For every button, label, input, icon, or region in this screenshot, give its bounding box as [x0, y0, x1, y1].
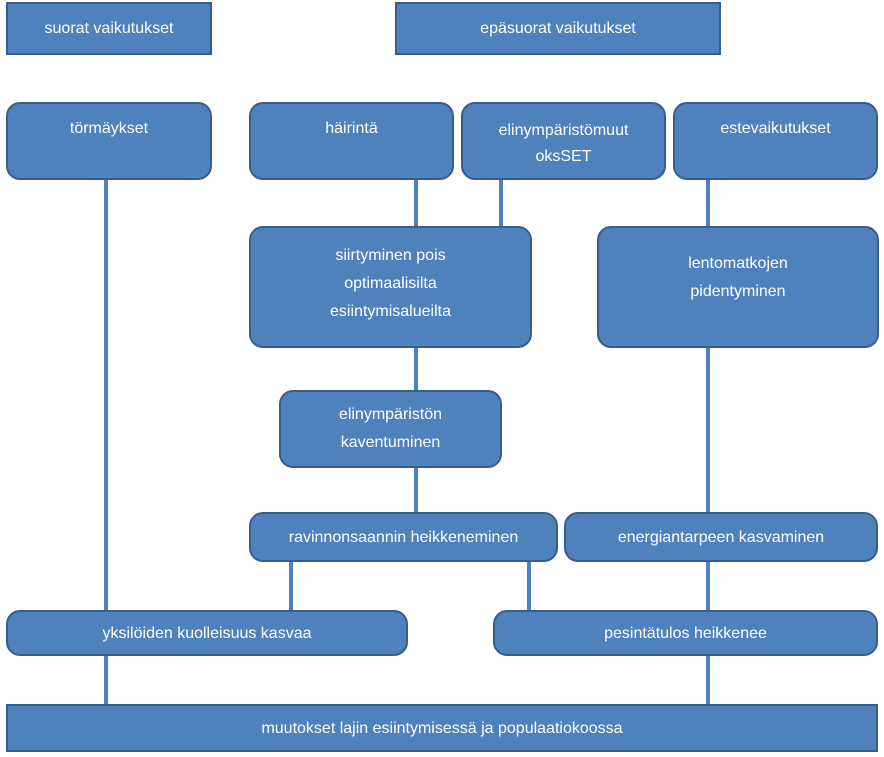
- node-population-changes: muutokset lajin esiintymisessä ja popula…: [6, 704, 878, 752]
- connector-food-mortality: [289, 560, 293, 612]
- node-habitat-change-label: elinympäristömuut oksSET: [498, 122, 629, 165]
- node-energy-need-increase-label: energiantarpeen kasvaminen: [617, 528, 825, 546]
- node-barrier-effects-label: estevaikutukset: [720, 120, 831, 137]
- node-barrier-effects: estevaikutukset: [673, 102, 878, 180]
- header-direct-effects: suorat vaikutukset: [6, 2, 212, 55]
- connector-narrowing-food: [414, 466, 418, 514]
- node-collisions-label: törmäykset: [69, 120, 149, 137]
- header-direct-effects-label: suorat vaikutukset: [44, 20, 174, 37]
- node-food-intake-decline-label: ravinnonsaannin heikkeneminen: [288, 528, 519, 546]
- connector-mortality-population: [104, 654, 108, 706]
- connector-barrier-flight: [706, 178, 710, 228]
- node-flight-lengthening-label: lentomatkojen pidentyminen: [688, 255, 788, 300]
- connector-breeding-population: [706, 654, 710, 706]
- connector-food-breeding: [527, 560, 531, 612]
- connector-disturbance-displacement: [414, 178, 418, 228]
- node-breeding-decline: pesintätulos heikkenee: [493, 610, 878, 656]
- node-mortality-increase-label: yksilöiden kuolleisuus kasvaa: [102, 624, 312, 642]
- node-food-intake-decline: ravinnonsaannin heikkeneminen: [249, 512, 558, 562]
- header-indirect-effects-label: epäsuorat vaikutukset: [480, 20, 636, 37]
- node-displacement-label: siirtyminen pois optimaalisilta esiintym…: [330, 247, 451, 320]
- connector-flight-energy: [706, 346, 710, 514]
- connector-collisions-mortality: [104, 178, 108, 612]
- node-flight-lengthening: lentomatkojen pidentyminen: [597, 226, 879, 348]
- node-habitat-change: elinympäristömuut oksSET: [461, 102, 666, 180]
- node-disturbance-label: häirintä: [325, 120, 378, 137]
- header-indirect-effects: epäsuorat vaikutukset: [395, 2, 721, 55]
- node-displacement: siirtyminen pois optimaalisilta esiintym…: [249, 226, 532, 348]
- connector-habitat-change-displacement: [499, 178, 503, 228]
- node-habitat-narrowing-label: elinympäristön kaventuminen: [338, 406, 443, 451]
- node-mortality-increase: yksilöiden kuolleisuus kasvaa: [6, 610, 408, 656]
- connector-energy-breeding: [706, 560, 710, 612]
- node-disturbance: häirintä: [249, 102, 454, 180]
- node-collisions: törmäykset: [6, 102, 212, 180]
- node-habitat-narrowing: elinympäristön kaventuminen: [279, 390, 502, 468]
- node-energy-need-increase: energiantarpeen kasvaminen: [564, 512, 878, 562]
- connector-displacement-narrowing: [414, 346, 418, 392]
- node-breeding-decline-label: pesintätulos heikkenee: [604, 624, 767, 642]
- node-population-changes-label: muutokset lajin esiintymisessä ja popula…: [261, 719, 623, 737]
